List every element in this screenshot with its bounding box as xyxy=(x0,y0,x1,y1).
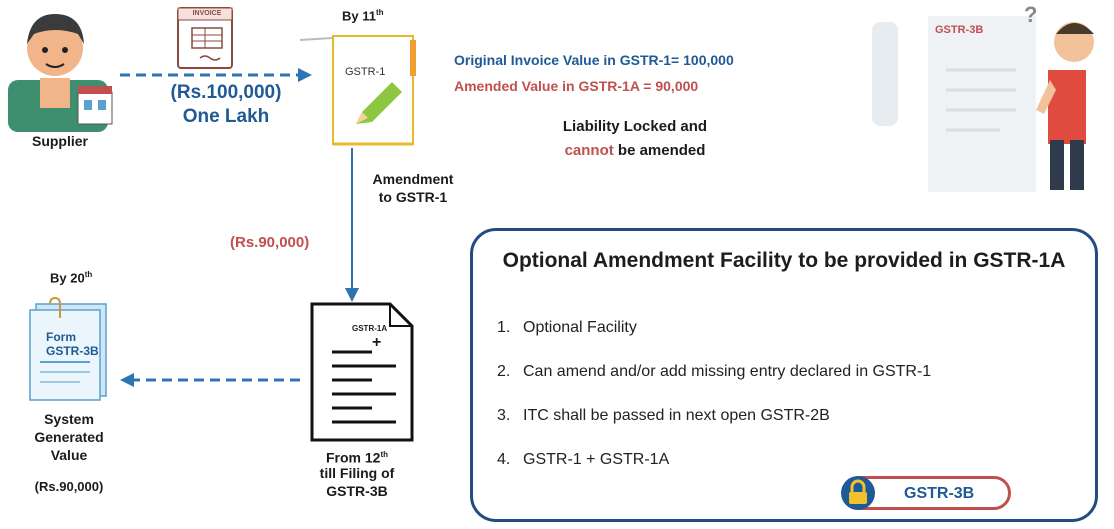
facility-item-1: 1.Optional Facility xyxy=(497,319,637,336)
liability-line2: cannot be amended xyxy=(564,142,706,159)
invoice-icon xyxy=(177,7,233,69)
facility-item-4: 4.GSTR-1 + GSTR-1A xyxy=(497,451,670,468)
gstr3b-caption-2: Generated xyxy=(34,429,104,445)
gstr3b-sheet-label: GSTR-3B xyxy=(935,24,984,36)
form-label-1: Form xyxy=(46,330,76,344)
badge-label: GSTR-3B xyxy=(904,485,975,502)
confused-person-icon xyxy=(872,16,1094,192)
facility-box-title: Optional Amendment Facility to be provid… xyxy=(502,249,1066,272)
gstr1a-doc-label: GSTR-1A xyxy=(352,324,388,333)
facility-item-3: 3.ITC shall be passed in next open GSTR-… xyxy=(497,407,830,424)
amendment-arrow xyxy=(345,148,359,302)
gstr3b-badge: GSTR-3B xyxy=(841,476,1011,510)
amendment-label-2: to GSTR-1 xyxy=(378,189,448,205)
facility-box: Optional Amendment Facility to be provid… xyxy=(470,228,1098,522)
amendment-label-1: Amendment xyxy=(372,171,454,187)
top-amount-words: One Lakh xyxy=(182,106,270,127)
gstr1-deadline: By 11th xyxy=(342,8,384,24)
gstr3b-form-icon xyxy=(29,296,107,401)
gstr1a-document-icon xyxy=(310,302,414,442)
gstr1a-caption-1: From 12th xyxy=(325,449,389,466)
gstr1-doc-label: GSTR-1 xyxy=(345,66,386,78)
gstr1a-to-gstr3b-arrow xyxy=(120,373,300,387)
amended-value-text: Amended Value in GSTR-1A = 90,000 xyxy=(454,78,699,94)
gstr3b-amount: (Rs.90,000) xyxy=(34,479,104,494)
supplier-to-gstr1-arrow xyxy=(120,68,312,82)
amendment-amount: (Rs.90,000) xyxy=(230,234,310,251)
facility-item-2: 2.Can amend and/or add missing entry dec… xyxy=(497,363,932,380)
plus-icon: + xyxy=(372,334,382,351)
invoice-icon-label: INVOICE xyxy=(192,10,222,17)
gstr3b-caption-1: System xyxy=(44,411,94,427)
gstr1-document-icon xyxy=(299,35,416,146)
gstr1a-caption-3: GSTR-3B xyxy=(326,483,388,499)
gstr1a-caption-2: till Filing of xyxy=(319,465,395,481)
top-amount: (Rs.100,000) xyxy=(170,82,282,103)
gstr3b-deadline: By 20th xyxy=(50,270,93,286)
supplier-label: Supplier xyxy=(31,133,88,149)
supplier-icon xyxy=(8,14,113,132)
original-value-text: Original Invoice Value in GSTR-1= 100,00… xyxy=(454,52,734,68)
lock-icon xyxy=(841,476,875,510)
gstr3b-caption-3: Value xyxy=(50,447,88,463)
form-label-2: GSTR-3B xyxy=(46,344,99,358)
question-mark-icon: ? xyxy=(1024,2,1038,27)
liability-line1: Liability Locked and xyxy=(562,118,708,135)
